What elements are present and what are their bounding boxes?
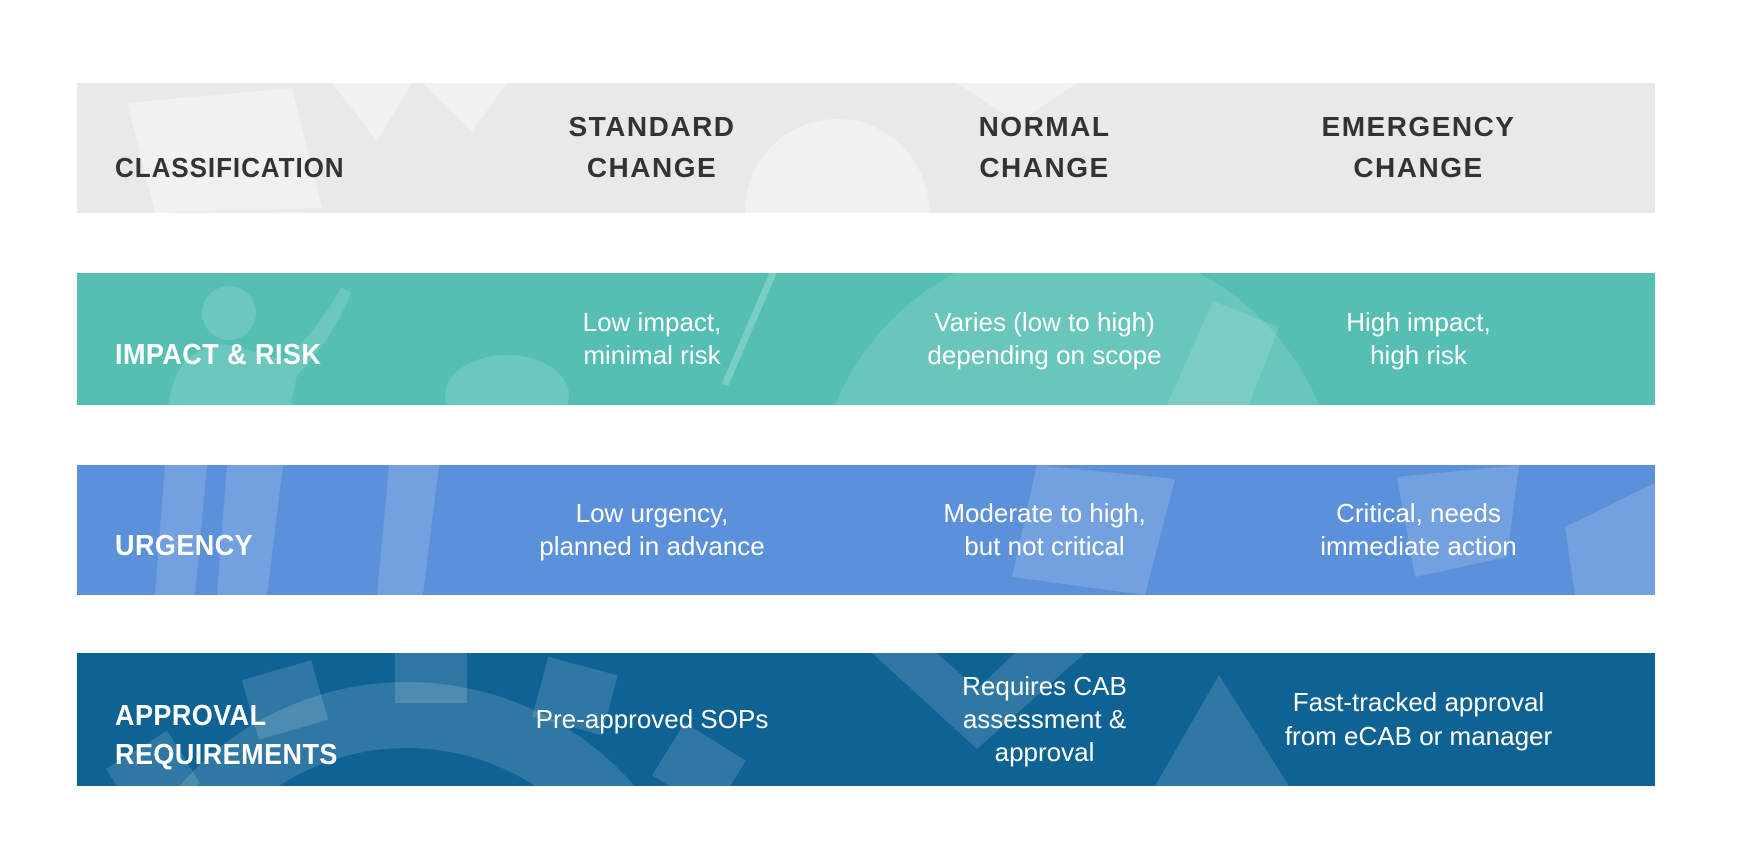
urgency-emergency-cell: Critical, needs immediate action [1320,497,1517,561]
approval-emergency-cell: Fast-tracked approval from eCAB or manag… [1284,687,1553,751]
impact-standard-cell: Low impact, minimal risk [582,306,722,370]
header-row: CLASSIFICATION STANDARD CHANGE NORMAL CH… [77,83,1655,213]
urgency-normal-cell: Moderate to high, but not critical [943,497,1146,561]
header-normal-change: NORMAL CHANGE [978,111,1111,183]
impact-risk-row: IMPACT & RISK Low impact, minimal risk V… [77,273,1655,405]
header-standard-change: STANDARD CHANGE [568,111,736,183]
approval-standard-cell: Pre-approved SOPs [535,703,769,734]
header-emergency-change: EMERGENCY CHANGE [1321,111,1516,183]
approval-label-cell: APPROVAL REQUIREMENTS [77,664,457,776]
urgency-label-cell: URGENCY [77,494,457,566]
classification-label: CLASSIFICATION [115,152,345,183]
urgency-row: URGENCY Low urgency, planned in advance … [77,465,1655,595]
impact-risk-label: IMPACT & RISK [115,339,322,372]
impact-emergency-cell: High impact, high risk [1346,306,1491,370]
urgency-label: URGENCY [115,530,254,563]
urgency-standard-cell: Low urgency, planned in advance [539,497,765,561]
approval-requirements-label: APPROVAL REQUIREMENTS [115,699,338,772]
approval-normal-cell: Requires CAB assessment & approval [962,670,1127,768]
approval-requirements-row: APPROVAL REQUIREMENTS Pre-approved SOPs … [77,653,1655,786]
header-classification-cell: CLASSIFICATION [77,107,457,188]
impact-risk-label-cell: IMPACT & RISK [77,303,457,375]
impact-normal-cell: Varies (low to high) depending on scope [927,306,1162,370]
